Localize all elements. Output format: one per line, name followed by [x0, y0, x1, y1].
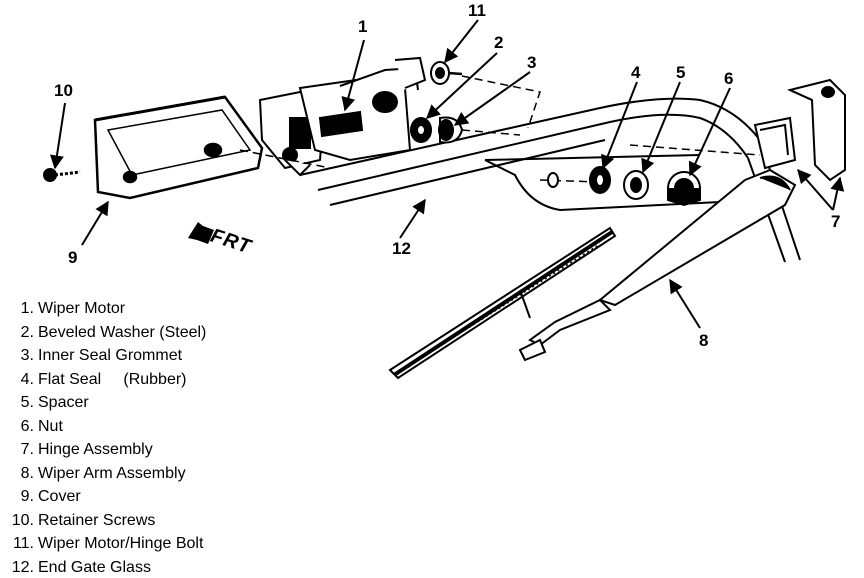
callout-5: 5: [676, 63, 686, 82]
legend-item: 2.Beveled Washer (Steel): [8, 321, 338, 345]
alignment-lines: [239, 75, 761, 183]
nut: [667, 171, 701, 207]
legend-number: 11.: [12, 535, 34, 552]
parts-legend: 1.Wiper Motor 2.Beveled Washer (Steel) 3…: [8, 297, 338, 578]
legend-label: Wiper Motor/Hinge Bolt: [38, 535, 204, 552]
callout-8: 8: [699, 331, 709, 350]
legend-number: 2.: [20, 323, 34, 341]
callout-11: 11: [468, 1, 486, 20]
legend-label: Beveled Washer (Steel): [38, 323, 207, 341]
wiper-blade: [388, 226, 617, 380]
legend-number: 8.: [20, 464, 34, 482]
spacer: [623, 170, 649, 200]
leader-lines: [49, 19, 845, 329]
legend-number: 12.: [11, 558, 34, 576]
legend-number: 10.: [11, 511, 34, 529]
wiper-motor: [258, 56, 427, 177]
legend-item: 4.Flat Seal (Rubber): [8, 368, 338, 392]
wiper-arm: [518, 168, 797, 362]
legend-number: 7.: [20, 441, 34, 458]
callout-6: 6: [724, 69, 734, 88]
callout-9: 9: [68, 248, 78, 267]
legend-number: 4.: [20, 370, 34, 388]
legend-label: Flat Seal (Rubber): [38, 370, 187, 388]
cover: [93, 95, 264, 200]
legend-label: Wiper Arm Assembly: [38, 464, 186, 482]
callout-3: 3: [527, 53, 537, 72]
legend-item: 8.Wiper Arm Assembly: [8, 462, 338, 486]
legend-item: 5.Spacer: [8, 391, 338, 415]
legend-number: 6.: [20, 417, 34, 435]
beveled-washer: [410, 117, 432, 143]
motor-hinge-bolt: [430, 61, 463, 85]
legend-label: Wiper Motor: [38, 300, 126, 317]
legend-label: Hinge Assembly: [38, 441, 153, 458]
legend-label: End Gate Glass: [38, 558, 151, 576]
callout-12: 12: [392, 239, 411, 258]
legend-label: Nut: [38, 417, 63, 435]
legend-number: 3.: [20, 347, 34, 364]
legend-item: 1.Wiper Motor: [8, 297, 338, 321]
legend-item: 9.Cover: [8, 485, 338, 509]
legend-item: 7.Hinge Assembly: [8, 438, 338, 462]
legend-number: 9.: [20, 488, 34, 505]
legend-label: Spacer: [38, 394, 89, 411]
retainer-screw: [43, 168, 81, 182]
legend-item: 6.Nut: [8, 415, 338, 439]
flat-seal: [547, 166, 611, 194]
legend-item: 11.Wiper Motor/Hinge Bolt: [8, 532, 338, 556]
legend-item: 10.Retainer Screws: [8, 509, 338, 533]
legend-label: Inner Seal Grommet: [38, 347, 183, 364]
callout-4: 4: [631, 63, 641, 82]
hinge-assembly: [753, 78, 846, 182]
legend-number: 5.: [20, 394, 34, 411]
callout-10: 10: [54, 81, 73, 100]
callout-2: 2: [494, 33, 504, 52]
front-direction-arrow: [188, 222, 214, 244]
legend-label: Retainer Screws: [38, 511, 156, 529]
legend-number: 1.: [20, 300, 34, 317]
callout-7: 7: [831, 212, 841, 231]
callout-1: 1: [358, 17, 368, 36]
legend-item: 3.Inner Seal Grommet: [8, 344, 338, 368]
legend-label: Cover: [38, 488, 81, 505]
legend-item: 12.End Gate Glass: [8, 556, 338, 578]
